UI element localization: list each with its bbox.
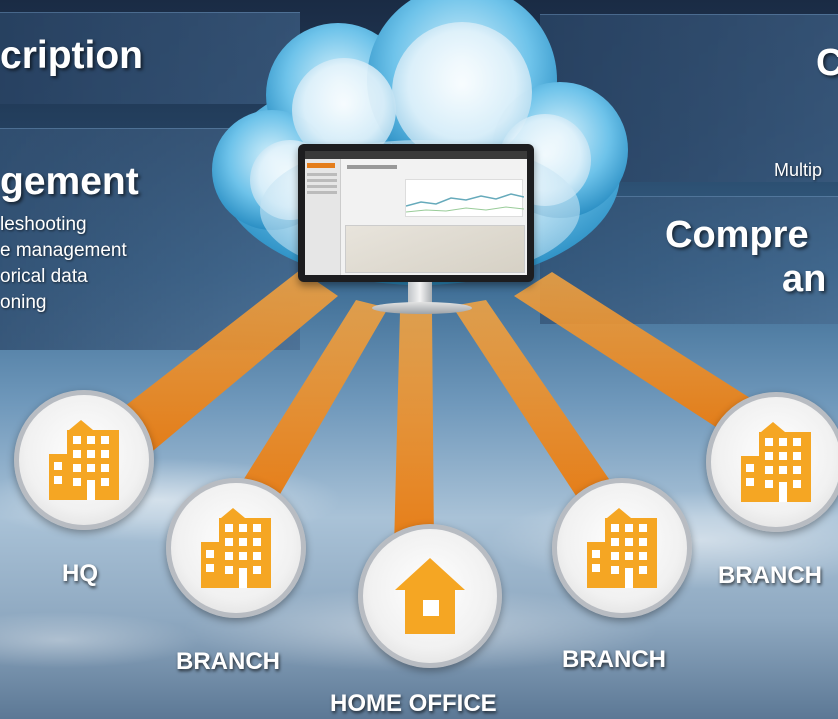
right-heading-mid: Compre [665, 214, 809, 256]
hq-node [14, 390, 154, 530]
monitor-screen [305, 151, 527, 275]
branch-node [552, 478, 692, 618]
branch-node [706, 392, 838, 532]
beam-branch-far-right [514, 272, 772, 440]
right-heading-top: C [816, 42, 838, 84]
node-label: BRANCH [176, 648, 280, 675]
monitor-base [372, 302, 472, 314]
node-label: HOME OFFICE [330, 690, 497, 717]
management-list: leshooting e management orical data onin… [0, 212, 127, 316]
beam-branch-left [232, 300, 388, 508]
list-item: e management [0, 240, 127, 261]
building-icon [587, 508, 657, 588]
building-icon [741, 422, 811, 502]
house-icon [395, 558, 465, 634]
right-heading-mid-line2: an [782, 258, 827, 300]
beam-hq [102, 270, 338, 460]
list-item: leshooting [0, 214, 87, 235]
building-icon [49, 420, 119, 500]
management-heading: gement [0, 160, 139, 203]
beam-home-office [394, 312, 434, 548]
right-small-text: Multip [774, 160, 823, 180]
building-icon [201, 508, 271, 588]
list-item: orical data [0, 266, 88, 287]
node-label: HQ [62, 560, 98, 587]
monitor-icon [298, 144, 534, 282]
branch-node [166, 478, 306, 618]
home-office-node [358, 524, 502, 668]
list-item: oning [0, 292, 47, 313]
beam-branch-right [452, 300, 622, 508]
node-label: BRANCH [718, 562, 822, 589]
node-label: BRANCH [562, 646, 666, 673]
subscription-heading: cription [0, 34, 143, 77]
